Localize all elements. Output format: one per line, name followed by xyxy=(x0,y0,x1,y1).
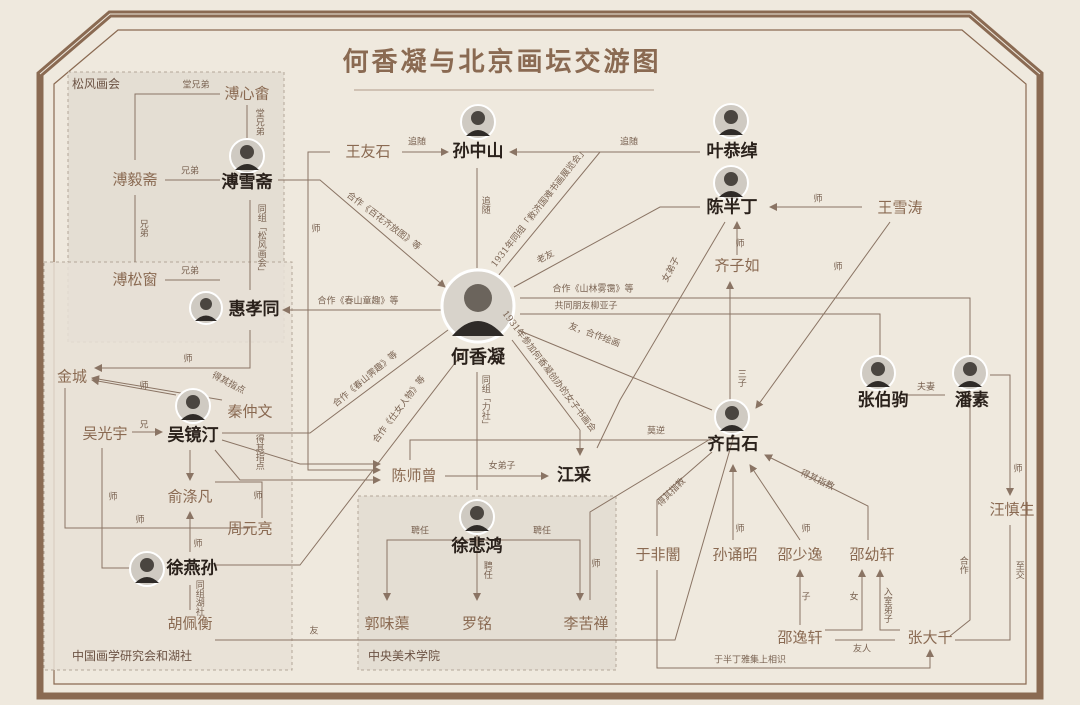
person-qi-baishi: 齐白石 xyxy=(708,437,759,454)
rel-label: 师 xyxy=(801,526,810,535)
rel-label: 入室弟子 xyxy=(881,587,890,623)
person-wang-youshi: 王友石 xyxy=(345,145,390,160)
rel-label: 女 xyxy=(849,594,858,603)
person-yu-difan: 俞涤凡 xyxy=(167,490,212,505)
rel-label: 同组「松风画会」 xyxy=(255,204,264,276)
person-hu-peiheng: 胡佩衡 xyxy=(167,617,212,632)
person-wang-xuetao: 王雪涛 xyxy=(877,201,922,216)
person-shao-youxuan: 邵幼轩 xyxy=(849,548,894,563)
person-sun-zhongshan: 孙中山 xyxy=(453,144,504,161)
rel-label: 兄 xyxy=(139,422,148,431)
rel-label: 师 xyxy=(135,517,144,526)
person-ye-gongchuo: 叶恭绰 xyxy=(707,144,758,161)
page-title: 何香凝与北京画坛交游图 xyxy=(342,42,661,79)
group-label-songfeng: 松风画会 xyxy=(72,78,120,90)
person-pu-xuezhai: 溥雪斋 xyxy=(222,175,273,192)
person-pu-xinyu: 溥心畬 xyxy=(224,87,269,102)
person-pu-yizhai: 溥毅斋 xyxy=(112,173,157,188)
person-qi-ziru: 齐子如 xyxy=(714,259,759,274)
person-zhou-yuanliang: 周元亮 xyxy=(227,522,272,537)
rel-label: 师 xyxy=(139,383,148,392)
rel-label: 友人 xyxy=(853,646,871,655)
rel-label: 追随 xyxy=(479,196,488,214)
person-jiang-cai: 江采 xyxy=(557,468,591,485)
rel-label: 堂兄弟 xyxy=(182,82,209,91)
rel-label: 至交 xyxy=(1013,561,1022,579)
person-li-kuchan: 李苦禅 xyxy=(563,617,608,632)
rel-label: 师 xyxy=(311,226,320,235)
rel-label: 师 xyxy=(253,493,262,502)
rel-label: 师 xyxy=(193,541,202,550)
person-wang-shensheng: 汪慎生 xyxy=(989,503,1034,518)
rel-label: 女弟子 xyxy=(488,463,515,472)
person-wu-guangyu: 吴光宇 xyxy=(82,427,127,442)
rel-label: 追随 xyxy=(408,139,426,148)
person-sun-yongzhao: 孙诵昭 xyxy=(712,548,757,563)
person-luo-ming: 罗铭 xyxy=(462,617,492,632)
rel-label: 三子 xyxy=(735,369,744,387)
group-label-zhongguo: 中国画学研究会和湖社 xyxy=(72,650,192,662)
person-yu-feian: 于非闇 xyxy=(635,548,680,563)
rel-label: 得其指点 xyxy=(253,434,262,470)
rel-label: 师 xyxy=(735,526,744,535)
rel-label: 堂兄弟 xyxy=(253,109,262,136)
person-zhang-boju: 张伯驹 xyxy=(858,393,909,410)
rel-label: 聘任 xyxy=(533,528,551,537)
person-hui-xiaotong: 惠孝同 xyxy=(229,302,280,319)
rel-label: 于半丁雅集上相识 xyxy=(714,657,786,666)
rel-label: 兄弟 xyxy=(181,268,199,277)
rel-label: 夫妻 xyxy=(917,384,935,393)
rel-label: 兄弟 xyxy=(137,219,146,237)
rel-label: 同组「力社」 xyxy=(479,375,488,429)
person-wu-jingting: 吴镜汀 xyxy=(168,428,219,445)
rel-label: 师 xyxy=(591,561,600,570)
rel-label: 同组湖社 xyxy=(193,580,202,616)
person-qin-zhongwen: 秦仲文 xyxy=(227,405,272,420)
rel-label: 共同朋友柳亚子 xyxy=(554,303,617,312)
rel-label: 师 xyxy=(108,494,117,503)
group-label-zhongyang: 中央美术学院 xyxy=(368,650,440,662)
rel-label: 合作《山林雾霭》等 xyxy=(552,286,633,295)
person-shao-yiyi: 邵少逸 xyxy=(777,548,822,563)
rel-label: 子 xyxy=(801,594,810,603)
rel-label: 师 xyxy=(813,196,822,205)
person-zhang-daqian: 张大千 xyxy=(907,631,952,646)
person-xu-beihong: 徐悲鸿 xyxy=(452,539,503,556)
rel-label: 师 xyxy=(1013,466,1022,475)
person-guo-weiqu: 郭味蕖 xyxy=(364,617,409,632)
person-chen-shizeng: 陈师曾 xyxy=(391,469,436,484)
rel-label: 合作 xyxy=(957,556,966,574)
rel-label: 兄弟 xyxy=(181,168,199,177)
rel-label: 莫逆 xyxy=(647,428,665,437)
rel-label: 追随 xyxy=(620,139,638,148)
rel-label: 师 xyxy=(833,264,842,273)
rel-label: 合作《春山童趣》等 xyxy=(317,298,398,307)
rel-label: 聘任 xyxy=(481,561,490,579)
person-jincheng: 金城 xyxy=(57,370,87,385)
person-he-xiangning: 何香凝 xyxy=(451,349,505,367)
person-xu-yansun: 徐燕孙 xyxy=(167,561,218,578)
person-chen-banding: 陈半丁 xyxy=(707,200,758,217)
person-shao-yixuan: 邵逸轩 xyxy=(777,631,822,646)
rel-label: 聘任 xyxy=(411,528,429,537)
person-pu-songchuang: 溥松窗 xyxy=(112,273,157,288)
rel-label: 师 xyxy=(735,241,744,250)
person-pan-su: 潘素 xyxy=(955,393,989,410)
rel-label: 师 xyxy=(183,356,192,365)
rel-label: 友 xyxy=(309,628,318,637)
